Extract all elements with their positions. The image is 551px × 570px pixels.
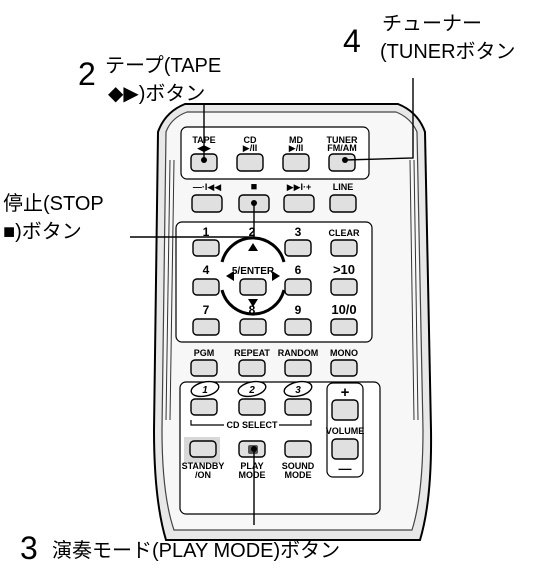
key-1-button[interactable] xyxy=(192,239,220,257)
cd-select-bracket xyxy=(190,420,312,426)
random-button[interactable] xyxy=(284,359,312,377)
line-label: LINE xyxy=(333,182,354,192)
mono-label: MONO xyxy=(330,348,358,358)
key-4-label: 4 xyxy=(203,263,210,277)
callout-4-line2: (TUNERボタン xyxy=(380,40,516,63)
volume-plus-label: + xyxy=(341,384,350,401)
md-label: MD xyxy=(289,135,303,145)
line-button[interactable] xyxy=(329,194,357,213)
sound-label: SOUND xyxy=(282,461,315,471)
key-3-label: 3 xyxy=(295,225,302,239)
next-label: ▶▶I·+ xyxy=(287,182,312,192)
cd-select-3-button[interactable] xyxy=(284,398,312,416)
direction-ring xyxy=(220,236,286,316)
sound-mode-button[interactable] xyxy=(284,440,312,458)
tuner-sub-label: FM/AM xyxy=(327,143,357,153)
stop-label: ■ xyxy=(251,181,258,193)
cd-select-3-label: 3 xyxy=(295,385,301,396)
callout-stop-line2: ■)ボタン xyxy=(3,220,82,243)
md-sub-label: ▶/II xyxy=(289,143,303,153)
callout-3-line1: 演奏モード(PLAY MODE)ボタン xyxy=(52,539,340,562)
callout-4-number: 4 xyxy=(343,23,361,59)
callout-2-line1: テープ(TAPE xyxy=(105,55,221,77)
repeat-button[interactable] xyxy=(238,359,266,377)
volume-minus-label: — xyxy=(339,461,352,476)
callout-4-line1: チューナー xyxy=(382,13,482,35)
down-arrow-icon xyxy=(248,299,258,307)
standby-button[interactable] xyxy=(189,440,217,458)
pgm-label: PGM xyxy=(194,348,215,358)
cd-select-1-label: 1 xyxy=(202,385,208,396)
key-4-button[interactable] xyxy=(192,278,220,296)
cd-sub-label: ▶/II xyxy=(243,143,257,153)
callout-2-line2: ◆▶)ボタン xyxy=(108,82,205,105)
key-5-enter-label: 5/ENTER xyxy=(232,266,275,277)
md-button[interactable] xyxy=(282,153,310,172)
key-9-button[interactable] xyxy=(284,318,312,336)
key-6-label: 6 xyxy=(295,263,302,277)
key-2-label: 2 xyxy=(249,225,256,239)
random-label: RANDOM xyxy=(278,348,319,358)
key-7-label: 7 xyxy=(203,303,210,317)
key-7-button[interactable] xyxy=(192,318,220,336)
callout-dots xyxy=(201,157,348,452)
cd-select-1-oval xyxy=(190,380,220,398)
tuner-button[interactable] xyxy=(328,153,356,172)
prev-label: —·I◀◀ xyxy=(193,182,221,192)
callout-lines xyxy=(130,78,414,525)
up-arrow-icon xyxy=(248,243,258,251)
play-label: PLAY xyxy=(240,461,263,471)
volume-label: VOLUME xyxy=(326,426,365,436)
callout-2-number: 2 xyxy=(78,56,96,92)
standby-label: STANDBY xyxy=(182,461,225,471)
cd-select-2-label: 2 xyxy=(248,385,255,396)
right-arrow-icon xyxy=(272,271,280,281)
left-arrow-icon xyxy=(226,271,234,281)
cd-label: CD xyxy=(244,135,257,145)
play-mode-label: MODE xyxy=(239,470,266,480)
prev-button[interactable] xyxy=(191,194,223,213)
clear-label: CLEAR xyxy=(329,228,360,238)
key-10-0-label: 10/0 xyxy=(331,302,356,317)
key-6-button[interactable] xyxy=(284,278,312,296)
direction-arrows xyxy=(226,243,280,307)
key-8-label: 8 xyxy=(249,303,256,317)
cd-button[interactable] xyxy=(236,153,264,172)
pgm-button[interactable] xyxy=(190,359,218,377)
key-8-button[interactable] xyxy=(239,318,267,336)
cd-select-2-button[interactable] xyxy=(238,398,266,416)
volume-down-button[interactable] xyxy=(331,438,359,460)
standby-on-label: /ON xyxy=(195,470,211,480)
gt10-button[interactable] xyxy=(330,278,358,296)
key-5-enter-button[interactable] xyxy=(239,278,267,296)
tuner-label: TUNER xyxy=(327,135,358,145)
callout-stop-line1: 停止(STOP xyxy=(3,192,104,215)
repeat-label: REPEAT xyxy=(234,348,270,358)
mono-button[interactable] xyxy=(330,359,358,377)
callout-3-number: 3 xyxy=(20,530,38,566)
cd-select-label: CD SELECT xyxy=(226,420,278,430)
gt10-label: >10 xyxy=(333,262,355,277)
cd-select-3-oval xyxy=(283,380,313,398)
key-9-label: 9 xyxy=(295,303,302,317)
volume-up-button[interactable] xyxy=(331,399,359,421)
next-button[interactable] xyxy=(283,194,315,213)
sound-mode-label: MODE xyxy=(285,470,312,480)
cd-select-1-button[interactable] xyxy=(190,398,218,416)
clear-button[interactable] xyxy=(330,239,358,257)
key-10-0-button[interactable] xyxy=(330,318,358,336)
cd-select-2-oval xyxy=(237,380,267,398)
key-3-button[interactable] xyxy=(284,239,312,257)
key-1-label: 1 xyxy=(203,225,210,239)
